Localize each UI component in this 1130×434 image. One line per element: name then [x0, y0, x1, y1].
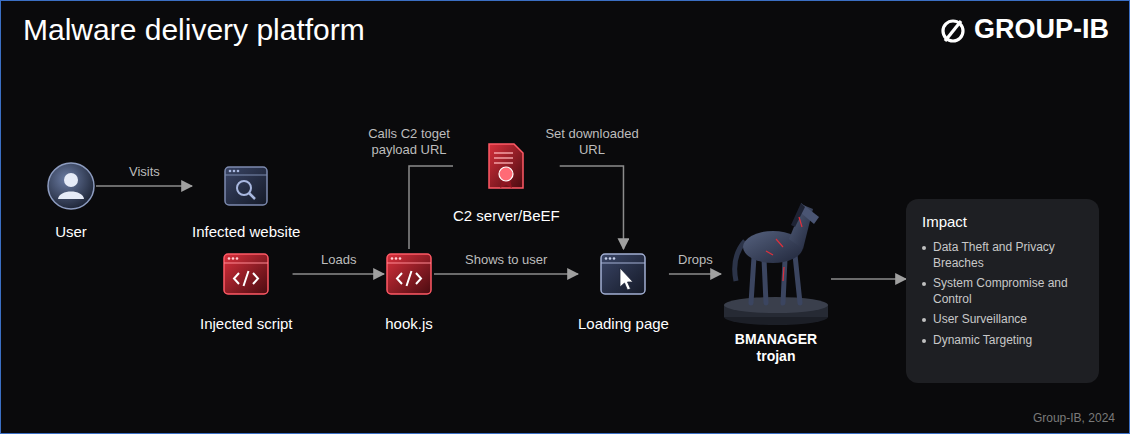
- impact-panel: ImpactData Theft and Privacy BreachesSys…: [906, 199, 1099, 383]
- connector: [434, 273, 578, 275]
- node-label: User: [55, 223, 87, 241]
- impact-item: User Surveillance: [933, 312, 1027, 328]
- user-icon: [46, 161, 96, 211]
- node-label: BMANAGER trojan: [726, 331, 826, 365]
- logo-text: GROUP-IB: [974, 14, 1109, 45]
- bullet-item: System Compromise and Control: [922, 276, 1083, 307]
- bullet-item: Data Theft and Privacy Breaches: [922, 240, 1083, 271]
- edge-label: Visits: [126, 164, 163, 180]
- connector: [96, 185, 192, 187]
- diagram-title: Malware delivery platform: [23, 13, 365, 47]
- connector: [560, 166, 624, 249]
- connector: [293, 273, 384, 275]
- bullet-dot: [922, 318, 926, 322]
- edge-label: Calls C2 toget payload URL: [354, 126, 464, 159]
- panel-heading: Impact: [922, 213, 967, 231]
- script-icon: [384, 249, 434, 299]
- impact-item: System Compromise and Control: [933, 276, 1083, 307]
- page-node: Loading page: [578, 249, 669, 333]
- c2-icon: [483, 141, 529, 191]
- node-label: hook.js: [385, 315, 433, 333]
- logo-symbol: [939, 17, 967, 45]
- impact-item: Dynamic Targeting: [933, 333, 1032, 349]
- node-label: C2 server/BeEF: [453, 207, 560, 225]
- website-node: Infected website: [192, 163, 300, 241]
- load-icon: [598, 249, 648, 299]
- script-icon: [221, 249, 271, 299]
- edge-label: Shows to user: [462, 252, 550, 268]
- script-node: hook.js: [384, 249, 434, 333]
- web-icon: [223, 163, 269, 209]
- edge-label: Set downloaded URL: [533, 126, 651, 159]
- node-label: Injected script: [200, 315, 293, 333]
- impact-item: Data Theft and Privacy Breaches: [933, 240, 1083, 271]
- connector: [409, 166, 453, 249]
- footer-note: Group-IB, 2024: [1033, 411, 1115, 425]
- horse-icon: [721, 177, 831, 327]
- user-node: User: [46, 161, 96, 241]
- bullet-dot: [922, 282, 926, 286]
- connector: [831, 278, 906, 280]
- bullet-item: User Surveillance: [922, 312, 1027, 328]
- bullet-dot: [922, 339, 926, 343]
- connector: [669, 273, 721, 275]
- node-label: Loading page: [578, 315, 669, 333]
- bullet-dot: [922, 246, 926, 250]
- node-label: Infected website: [192, 223, 300, 241]
- bullet-item: Dynamic Targeting: [922, 333, 1032, 349]
- edge-label: Loads: [318, 252, 359, 268]
- trojan-node: BMANAGER trojan: [721, 177, 831, 365]
- edge-label: Drops: [675, 252, 716, 268]
- script-node: Injected script: [200, 249, 293, 333]
